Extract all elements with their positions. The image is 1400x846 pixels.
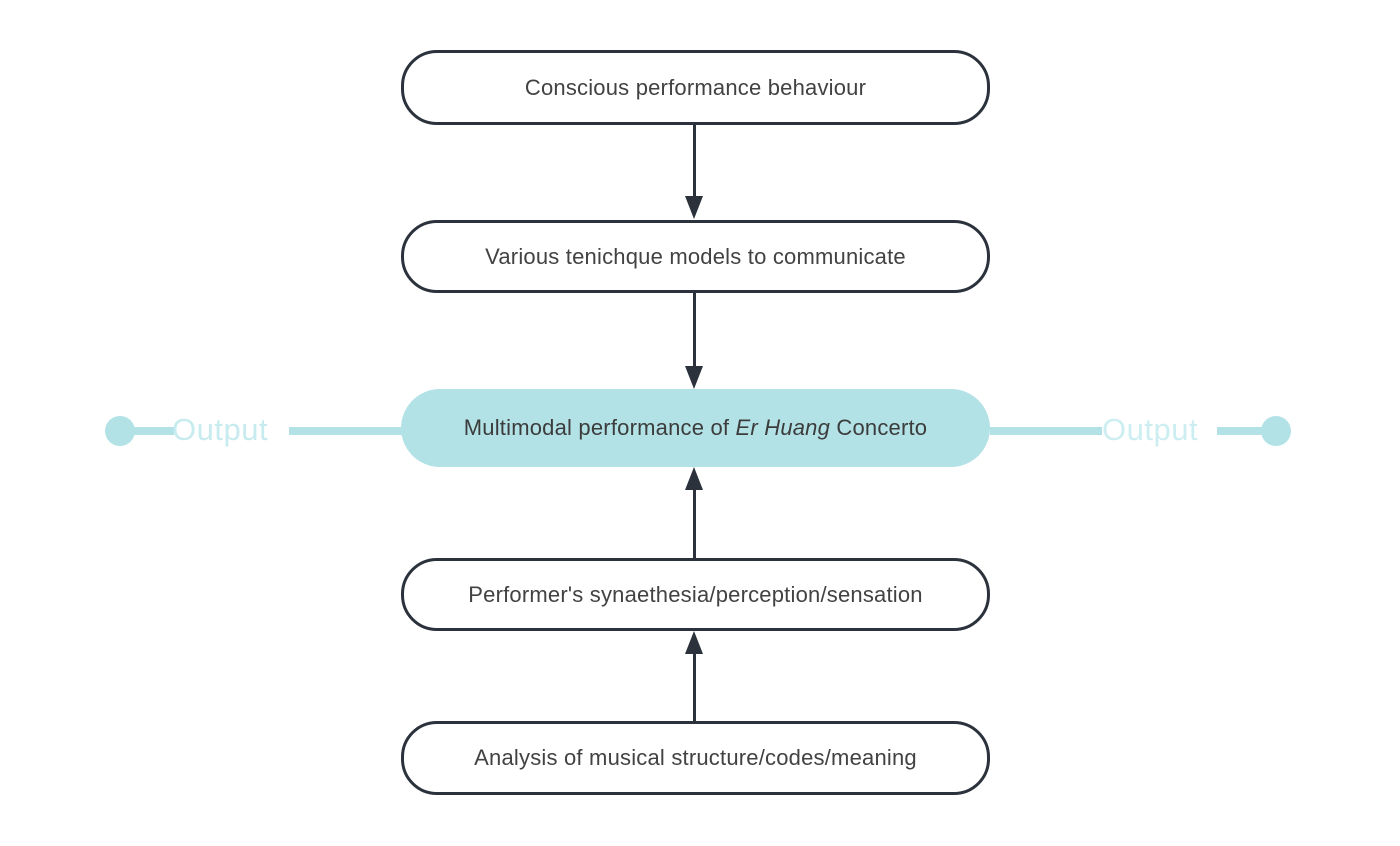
- flow-box-label: Conscious performance behaviour: [524, 74, 867, 100]
- flow-box-performer-synaethesia: Performer's synaethesia/perception/sensa…: [401, 558, 990, 631]
- flow-box-conscious-performance: Conscious performance behaviour: [401, 50, 990, 125]
- output-connector-line: [289, 427, 402, 435]
- arrowhead-down-icon: [685, 196, 703, 219]
- arrow-line-up-2: [693, 652, 696, 721]
- arrowhead-up-icon: [685, 631, 703, 654]
- output-label-left: Output: [172, 412, 269, 447]
- arrow-line-up-1: [693, 488, 696, 558]
- output-connector-line: [990, 427, 1102, 435]
- output-label-right: Output: [1102, 412, 1199, 447]
- arrowhead-down-icon: [685, 366, 703, 389]
- arrow-line-down-2: [693, 293, 696, 369]
- output-connector-line: [130, 427, 174, 435]
- flow-box-label: Multimodal performance of Er Huang Conce…: [463, 415, 928, 440]
- flow-box-label: Performer's synaethesia/perception/sensa…: [468, 581, 923, 607]
- italic-term: Er Huang: [735, 415, 831, 440]
- arrowhead-up-icon: [685, 467, 703, 490]
- flow-box-label: Analysis of musical structure/codes/mean…: [474, 745, 917, 770]
- flow-box-label: Various tenichque models to communicate: [485, 243, 906, 269]
- flow-box-musical-analysis: Analysis of musical structure/codes/mean…: [401, 721, 990, 795]
- flow-box-technique-models: Various tenichque models to communicate: [401, 220, 990, 293]
- flow-box-multimodal-performance: Multimodal performance of Er Huang Conce…: [401, 389, 990, 467]
- output-connector-line: [1217, 427, 1263, 435]
- output-endpoint-dot-right: [1261, 416, 1291, 446]
- arrow-line-down-1: [693, 125, 696, 199]
